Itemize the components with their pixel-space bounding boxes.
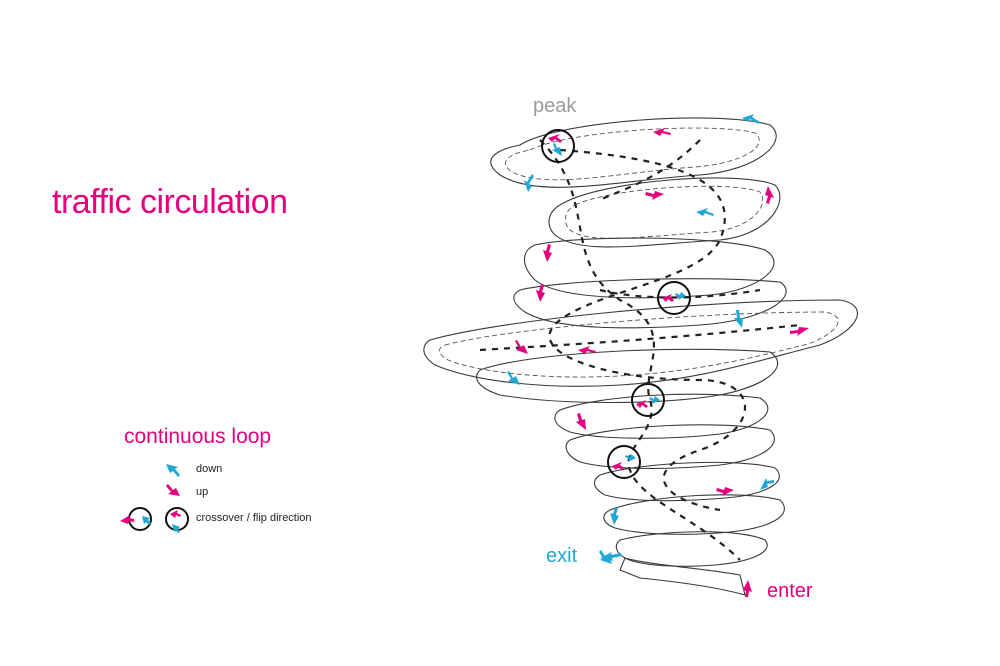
flip-marker-3-up [636, 400, 648, 408]
loop-level-6 [477, 349, 778, 402]
loop-level-10 [604, 495, 785, 535]
legend-down-arrow-icon [166, 464, 180, 477]
down-arrow-4 [734, 310, 743, 328]
legend-down-label: down [196, 463, 222, 475]
flip-marker-4-down [625, 454, 636, 462]
down-arrow-7 [760, 478, 774, 490]
legend-up-arrow-icon [166, 484, 180, 496]
down-arrow-1 [742, 114, 760, 124]
flip-marker-peak-down [552, 143, 562, 156]
up-arrow-1 [653, 128, 671, 136]
legend-flip-down-icon-2 [172, 524, 180, 533]
diagram-title: traffic circulation [52, 183, 288, 222]
loop-level-8 [566, 425, 774, 469]
up-arrow-3 [765, 186, 774, 204]
flip-marker-2-down [675, 292, 686, 300]
legend-crossover-label: crossover / flip direction [196, 512, 312, 524]
loop-level-2-inner [565, 186, 762, 238]
down-arrow-3 [696, 208, 714, 216]
up-arrow-4 [543, 244, 552, 262]
loop-level-4 [514, 279, 786, 328]
legend-flip-down-icon [142, 516, 151, 525]
loop-level-3 [524, 238, 773, 298]
loop-level-5-inner [439, 312, 838, 377]
legend-up-label: up [196, 486, 208, 498]
up-arrow-2 [645, 191, 664, 200]
up-arrow-9 [576, 413, 586, 430]
legend-flip-up-icon [120, 515, 134, 524]
peak-label: peak [533, 95, 576, 118]
legend-flip-up-icon-2 [170, 510, 181, 518]
spine-dark-2 [549, 150, 745, 510]
crossover-circle-4 [608, 446, 640, 478]
spine-dark-3 [480, 140, 800, 350]
enter-label: enter [767, 580, 813, 603]
loop-level-1 [491, 118, 776, 187]
up-arrows [515, 128, 809, 597]
legend-symbols [120, 464, 188, 533]
legend-title: continuous loop [124, 425, 271, 449]
ramp-loops [424, 118, 858, 595]
flip-marker-4-up [612, 462, 624, 470]
exit-label: exit [546, 545, 577, 568]
up-arrow-6 [790, 327, 809, 336]
